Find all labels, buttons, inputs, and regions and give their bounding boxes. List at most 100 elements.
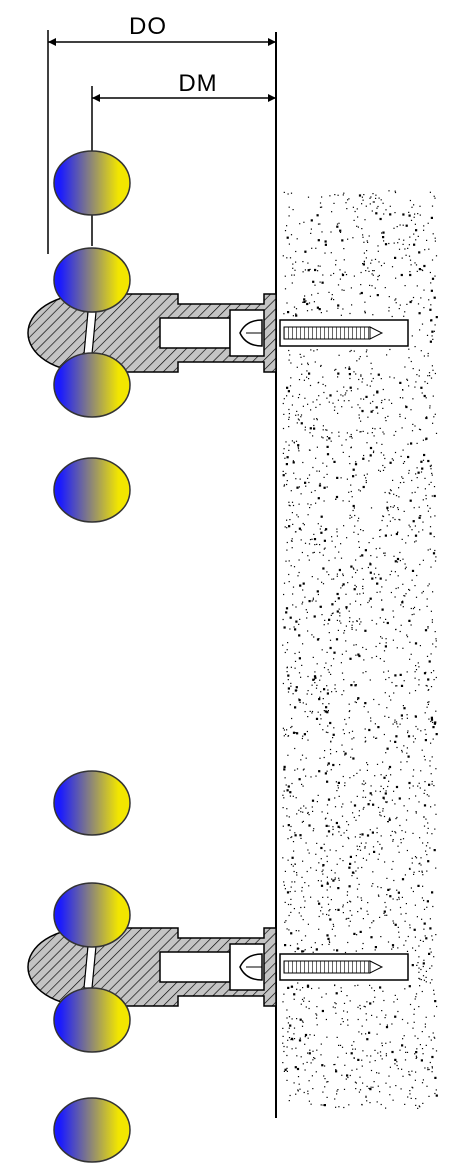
wall-speck	[327, 798, 331, 801]
wall-speck	[394, 190, 396, 192]
wall-speck	[343, 289, 345, 291]
wall-speck	[383, 240, 385, 242]
wall-speck	[342, 775, 344, 778]
wall-speck	[313, 675, 317, 678]
wall-speck	[322, 274, 324, 276]
wall-speck	[385, 1055, 387, 1057]
wall-speck	[307, 716, 309, 718]
wall-speck	[308, 372, 311, 375]
wall-speck	[429, 847, 431, 849]
wall-speck	[306, 376, 308, 378]
wall-speck	[389, 213, 392, 216]
wall-speck	[421, 749, 423, 751]
wall-speck	[419, 563, 421, 566]
wall-speck	[293, 566, 296, 568]
wall-speck	[371, 1014, 373, 1016]
wall-speck	[393, 434, 395, 436]
wall-speck	[336, 1093, 338, 1095]
wall-speck	[305, 842, 307, 844]
wall-speck	[302, 643, 304, 645]
wall-speck	[287, 838, 289, 840]
wall-speck	[349, 517, 351, 519]
wall-speck	[383, 999, 385, 1002]
wall-speck	[326, 804, 329, 806]
wall-speck	[350, 433, 352, 436]
wall-speck	[409, 300, 412, 304]
wall-speck	[302, 702, 304, 704]
wall-speck	[326, 651, 328, 653]
wall-speck	[420, 515, 422, 517]
wall-speck	[320, 364, 322, 367]
wall-speck	[338, 879, 340, 881]
wall-speck	[422, 965, 424, 968]
wall-speck	[310, 228, 312, 230]
wall-speck	[283, 881, 285, 883]
wall-speck	[426, 854, 428, 856]
wall-speck	[295, 250, 297, 253]
wall-speck	[432, 905, 434, 908]
wall-speck	[326, 1036, 328, 1038]
wall-speck	[311, 987, 313, 990]
wall-speck	[288, 1100, 290, 1102]
wall-speck	[296, 1055, 298, 1057]
wall-speck	[434, 560, 437, 562]
wall-speck	[435, 813, 437, 815]
wall-speck	[317, 900, 319, 902]
wall-speck	[306, 302, 309, 306]
wall-speck	[292, 731, 296, 734]
wall-speck	[389, 376, 391, 378]
wall-speck	[430, 216, 433, 219]
wall-speck	[298, 450, 300, 452]
wall-speck	[288, 581, 290, 583]
wall-speck	[349, 710, 351, 712]
wall-speck	[313, 1057, 315, 1059]
wall-speck	[302, 1063, 304, 1065]
wall-speck	[370, 196, 372, 198]
wall-speck	[411, 614, 413, 616]
wall-speck	[293, 1033, 295, 1035]
wall-speck	[373, 201, 375, 203]
wall-speck	[430, 304, 432, 306]
wall-speck	[419, 787, 421, 789]
wall-speck	[324, 243, 327, 246]
wall-speck	[364, 219, 366, 221]
wall-speck	[364, 782, 367, 784]
wall-speck	[328, 559, 330, 562]
wall-speck	[366, 1038, 369, 1041]
wall-speck	[429, 548, 431, 550]
wall-speck	[293, 998, 295, 1000]
wall-speck	[288, 408, 290, 411]
wall-speck	[379, 591, 381, 593]
wall-speck	[407, 730, 409, 732]
wall-speck	[419, 205, 421, 207]
wall-speck	[389, 520, 391, 522]
wall-speck	[316, 214, 319, 217]
wall-speck	[431, 472, 433, 474]
wall-speck	[404, 595, 406, 597]
wall-speck	[378, 469, 380, 471]
wall-speck	[303, 805, 305, 807]
wall-speck	[379, 811, 381, 813]
wall-speck	[400, 714, 403, 717]
wall-speck	[432, 591, 434, 593]
wall-speck	[427, 1067, 429, 1069]
wall-speck	[385, 579, 387, 581]
wall-speck	[418, 782, 420, 784]
wall-speck	[300, 422, 303, 425]
wall-speck	[398, 931, 400, 933]
wall-speck	[335, 498, 337, 500]
wall-speck	[349, 436, 351, 438]
wall-speck	[421, 897, 423, 899]
wall-speck	[418, 679, 420, 681]
wall-speck	[409, 1090, 411, 1092]
wall-speck	[299, 1088, 301, 1090]
wall-speck	[396, 557, 400, 561]
wall-speck	[392, 860, 394, 863]
wall-speck	[400, 604, 402, 606]
wall-speck	[350, 349, 352, 352]
wall-speck	[411, 529, 413, 531]
wall-speck	[332, 612, 334, 614]
wall-speck	[394, 721, 396, 723]
wall-speck	[321, 1009, 324, 1013]
wall-speck	[381, 586, 383, 588]
